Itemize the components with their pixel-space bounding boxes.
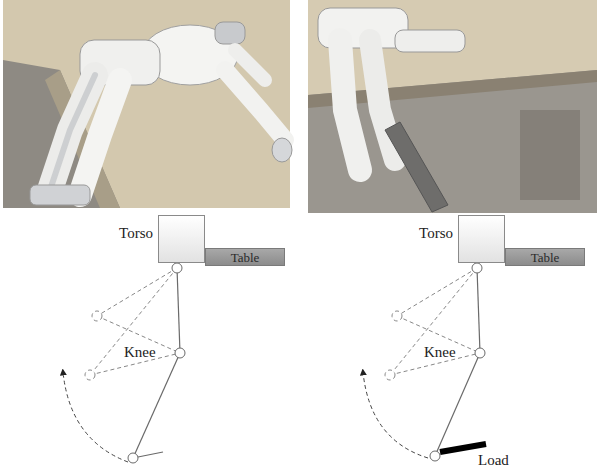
part-name: Torso — [419, 225, 453, 242]
leg-schematic-left — [63, 263, 185, 463]
load-label: Load — [478, 452, 509, 469]
torso-box: Torso — [158, 215, 205, 263]
robot-photo-right — [308, 0, 597, 213]
knee-label: Knee — [124, 344, 156, 361]
robot-photo-left — [3, 0, 292, 208]
table-bar: Table — [205, 248, 285, 266]
part-name: Table — [531, 250, 560, 265]
part-name: Torso — [119, 225, 153, 242]
torso-box: Torso — [458, 215, 505, 263]
table-bar: Table — [505, 248, 585, 266]
part-name: Table — [231, 250, 260, 265]
leg-schematic-right — [363, 263, 486, 461]
knee-label: Knee — [424, 344, 456, 361]
